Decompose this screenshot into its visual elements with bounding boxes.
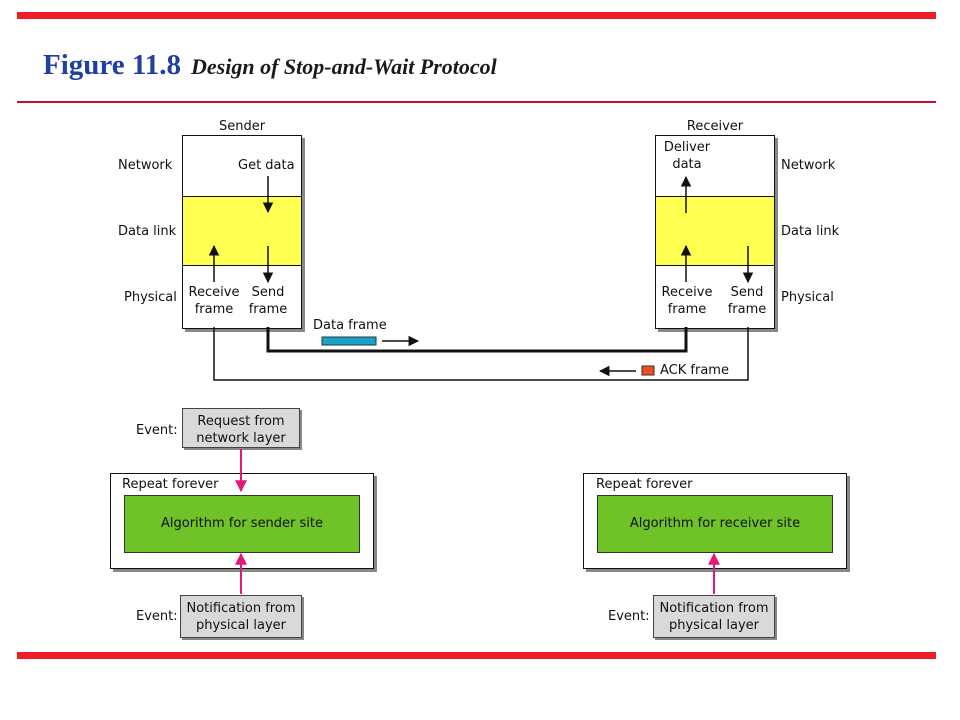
figure-caption: Design of Stop-and-Wait Protocol [191, 54, 497, 79]
receiver-event-label-bottom: Event: [608, 609, 650, 624]
receiver-stack [655, 135, 775, 329]
ack-channel-line [213, 327, 749, 381]
sender-repeat-forever-label: Repeat forever [122, 477, 219, 492]
data-frame-label: Data frame [313, 318, 387, 333]
data-frame-block [321, 336, 377, 346]
bottom-red-bar [17, 652, 936, 659]
figure-number: Figure 11.8 [43, 49, 182, 81]
sender-network-layer-label: Network [118, 158, 173, 173]
sender-get-data-label: Get data [238, 158, 295, 173]
sender-physical-layer-label: Physical [124, 290, 177, 305]
sender-event-label-bottom: Event: [136, 609, 178, 624]
receiver-data-link-band [656, 196, 774, 266]
receiver-physical-layer-label: Physical [781, 290, 834, 305]
receiver-algorithm-box: Algorithm for receiver site [597, 495, 833, 553]
receiver-repeat-forever-label: Repeat forever [596, 477, 693, 492]
sender-data-link-band [183, 196, 301, 266]
top-red-bar [17, 12, 936, 19]
ack-frame-block [641, 365, 655, 376]
receiver-data-link-layer-label: Data link [781, 224, 840, 239]
receiver-network-layer-label: Network [781, 158, 836, 173]
data-channel-line [266, 327, 688, 353]
sender-title: Sender [218, 119, 266, 134]
title-rule [17, 101, 936, 103]
sender-stack [182, 135, 302, 329]
receiver-title: Receiver [686, 119, 744, 134]
ack-frame-label: ACK frame [660, 363, 729, 378]
sender-event-label-top: Event: [136, 423, 178, 438]
sender-data-link-layer-label: Data link [118, 224, 177, 239]
figure-title: Figure 11.8 Design of Stop-and-Wait Proto… [43, 49, 497, 82]
sender-algorithm-box: Algorithm for sender site [124, 495, 360, 553]
